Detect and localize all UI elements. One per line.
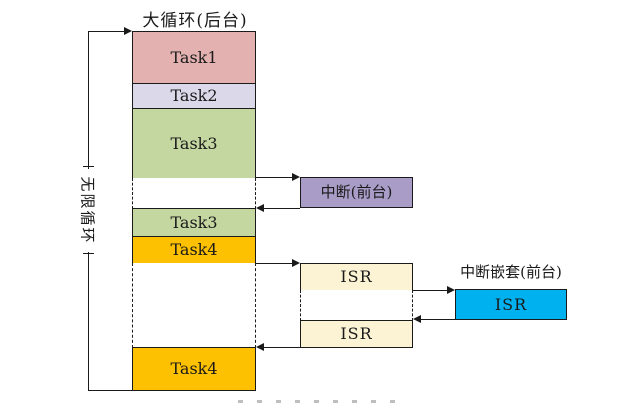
isr-box-2: ISR [300, 320, 413, 348]
arrow-head-icon [447, 286, 455, 294]
task-box-task4: Task4 [132, 236, 256, 264]
arrow-to-nested-isr [413, 290, 449, 291]
task-box-task4-resumed: Task4 [132, 347, 256, 391]
arrow-from-isr2 [263, 347, 300, 348]
loop-line-top [88, 31, 125, 32]
arrow-from-nested-isr [421, 319, 455, 320]
arrow-head-icon [256, 204, 264, 212]
arrow-head-icon [292, 259, 300, 267]
loop-line-bottom [88, 390, 132, 391]
task-label: Task4 [170, 240, 218, 259]
cropped-caption-remnant [238, 400, 408, 403]
arrow-head-icon [292, 173, 300, 181]
arrow-head-icon [413, 315, 421, 323]
nested-interrupt-title: 中断嵌套(前台) [460, 263, 562, 281]
preempted-gap-dashed [132, 178, 256, 209]
task-label: Task3 [170, 212, 218, 232]
interrupt-label: 中断(前台) [320, 183, 393, 201]
infinite-loop-label-text: 无限循环 [78, 176, 97, 245]
task-label: Task1 [170, 47, 218, 67]
big-loop-title: 大循环(后台) [142, 11, 248, 31]
task-label: Task4 [170, 359, 218, 378]
isr-label: ISR [340, 267, 373, 286]
isr-label: ISR [340, 324, 373, 343]
infinite-loop-label: 无限循环 [74, 169, 102, 252]
nested-isr-box: ISR [455, 289, 567, 320]
task-box-task3-resumed: Task3 [132, 208, 256, 237]
isr-preempted-gap-dashed [300, 290, 413, 321]
arrow-head-icon [124, 27, 132, 35]
arrow-from-interrupt [263, 208, 300, 209]
arrow-to-interrupt [256, 177, 294, 178]
interrupt-box: 中断(前台) [300, 177, 413, 208]
task-box-task2: Task2 [132, 83, 256, 109]
task-label: Task3 [170, 133, 218, 153]
isr-box-1: ISR [300, 263, 413, 291]
isr-label: ISR [494, 294, 528, 314]
task-box-task1: Task1 [132, 31, 256, 84]
task-box-task3: Task3 [132, 108, 256, 179]
preempted-gap-dashed [132, 263, 256, 348]
loop-tick [83, 166, 94, 167]
arrow-to-isr1 [256, 263, 294, 264]
arrow-head-icon [256, 343, 264, 351]
task-label: Task2 [170, 86, 218, 105]
loop-tick [83, 253, 94, 254]
